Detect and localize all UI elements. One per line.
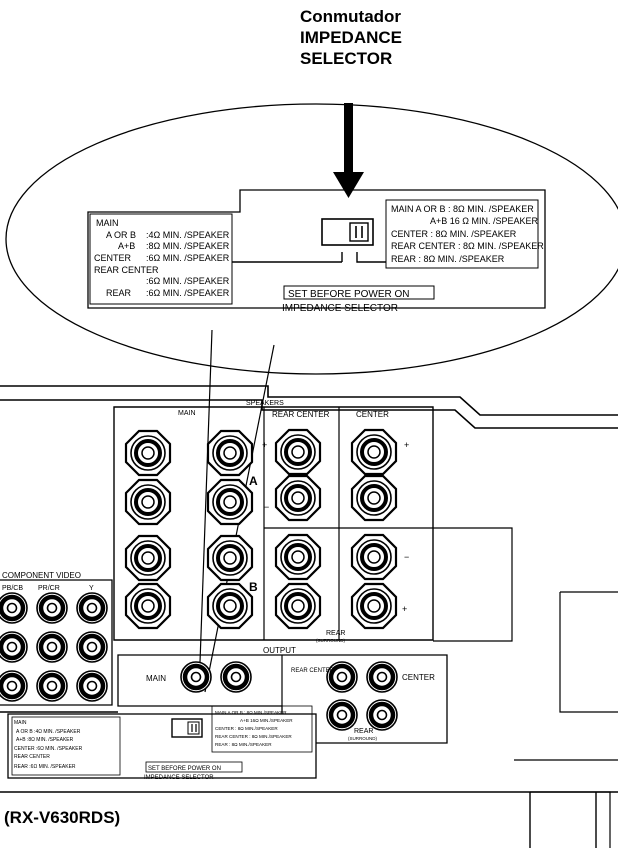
label-plus-1: + (262, 440, 267, 450)
zoom-impedance-switch (232, 218, 386, 263)
label-cv-pr: PR/CR (38, 585, 60, 592)
label-plus-2: + (404, 440, 409, 450)
zoom-warn-2: IMPEDANCE SELECTOR (282, 303, 398, 314)
model-label: (RX-V630RDS) (4, 808, 121, 827)
label-out-center: CENTER (402, 673, 435, 682)
panel-small-right-5: REAR : 8Ω MIN./SPEAKER (215, 742, 272, 747)
zoom-left-rear-center: REAR CENTER (94, 265, 159, 275)
label-main: MAIN (178, 410, 196, 417)
label-out-rear: REAR (354, 728, 373, 735)
label-group-b: B (249, 580, 258, 594)
panel-labels: MAIN SPEAKERS REAR CENTER CENTER A B REA… (2, 400, 435, 741)
component-video-jacks (0, 593, 107, 701)
label-out-main: MAIN (146, 674, 166, 683)
label-rear-surround: REAR (326, 630, 345, 637)
rear-panel (0, 385, 618, 848)
label-output: OUTPUT (263, 646, 296, 655)
label-component-video: COMPONENT VIDEO (2, 571, 81, 580)
panel-small-warn-2: IMPEDANCE SELECTOR (144, 775, 214, 781)
zoom-ellipse (5, 103, 618, 375)
pointer-arrow (333, 103, 364, 198)
label-out-rear-sub: (SURROUND) (348, 736, 377, 741)
label-cv-pb: PB/CB (2, 585, 23, 592)
label-group-a: A (249, 474, 258, 488)
zoom-left-rear: REAR (106, 288, 132, 298)
panel-small-right-3: CENTER : 8Ω MIN./SPEAKER (215, 726, 278, 731)
label-minus-1: − (264, 502, 269, 512)
label-minus-2: − (404, 552, 409, 562)
panel-small-left-4: REAR CENTER (14, 754, 50, 760)
panel-small-right-4: REAR CENTER : 8Ω MIN./SPEAKER (215, 734, 292, 739)
zoom-warning: SET BEFORE POWER ON IMPEDANCE SELECTOR (282, 285, 435, 314)
zoom-right-3: CENTER : 8Ω MIN. /SPEAKER (391, 229, 517, 239)
zoom-left-center-value: :6Ω MIN. /SPEAKER (146, 253, 230, 263)
zoom-left-aorb-value: :4Ω MIN. /SPEAKER (146, 230, 230, 240)
zoom-left-label: MAIN A OR B :4Ω MIN. /SPEAKER A+B :8Ω MI… (89, 213, 233, 305)
label-rear-center: REAR CENTER (272, 410, 330, 419)
zoom-warn-1: SET BEFORE POWER ON (288, 289, 410, 300)
zoom-left-rc-value: :6Ω MIN. /SPEAKER (146, 276, 230, 286)
zoom-right-1: MAIN A OR B : 8Ω MIN. /SPEAKER (391, 204, 534, 214)
zoom-right-4: REAR CENTER : 8Ω MIN. /SPEAKER (391, 241, 544, 251)
callout-line-2: IMPEDANCE (300, 28, 403, 47)
zoom-left-rear-value: :6Ω MIN. /SPEAKER (146, 288, 230, 298)
zoom-right-5: REAR : 8Ω MIN. /SPEAKER (391, 254, 505, 264)
panel-small-left-main: MAIN (14, 720, 27, 726)
panel-small-warn-1: SET BEFORE POWER ON (148, 766, 221, 772)
callout-label: Conmutador IMPEDANCE SELECTOR (300, 6, 460, 69)
panel-small-right-1: MAIN A OR B : 8Ω MIN./SPEAKER (215, 710, 287, 715)
label-cv-y: Y (89, 585, 94, 592)
label-rear-surround-sub: (SURROUND) (316, 638, 345, 643)
zoom-left-ab: A+B (118, 241, 135, 251)
zoom-left-aorb: A OR B (106, 230, 136, 240)
panel-small-left-1: A OR B :4Ω MIN. /SPEAKER (16, 729, 81, 735)
label-out-rear-center: REAR CENTER (291, 668, 335, 674)
zoom-left-ab-value: :8Ω MIN. /SPEAKER (146, 241, 230, 251)
panel-small-right-2: A+B 16Ω MIN./SPEAKER (240, 718, 293, 723)
zoom-left-center: CENTER (94, 253, 132, 263)
callout-line-1: Conmutador (300, 7, 402, 26)
zoom-left-main: MAIN (96, 218, 119, 228)
panel-small-left-5: REAR :6Ω MIN. /SPEAKER (14, 764, 76, 770)
zoom-sticker (87, 189, 546, 309)
zoom-right-label: MAIN A OR B : 8Ω MIN. /SPEAKER A+B 16 Ω … (385, 199, 544, 269)
zoom-right-2: A+B 16 Ω MIN. /SPEAKER (430, 216, 539, 226)
label-speakers: SPEAKERS (246, 400, 284, 407)
panel-small-left-3: CENTER :6Ω MIN. /SPEAKER (14, 746, 83, 752)
label-plus-3: + (402, 604, 407, 614)
center-speaker-terminals (274, 428, 398, 630)
callout-line-3: SELECTOR (300, 49, 393, 68)
label-center: CENTER (356, 410, 389, 419)
panel-selector-sticker: MAIN A OR B :4Ω MIN. /SPEAKER A+B :8Ω MI… (7, 705, 317, 781)
panel-small-left-2: A+B :8Ω MIN. /SPEAKER (16, 737, 74, 743)
main-speaker-terminals (124, 429, 254, 630)
